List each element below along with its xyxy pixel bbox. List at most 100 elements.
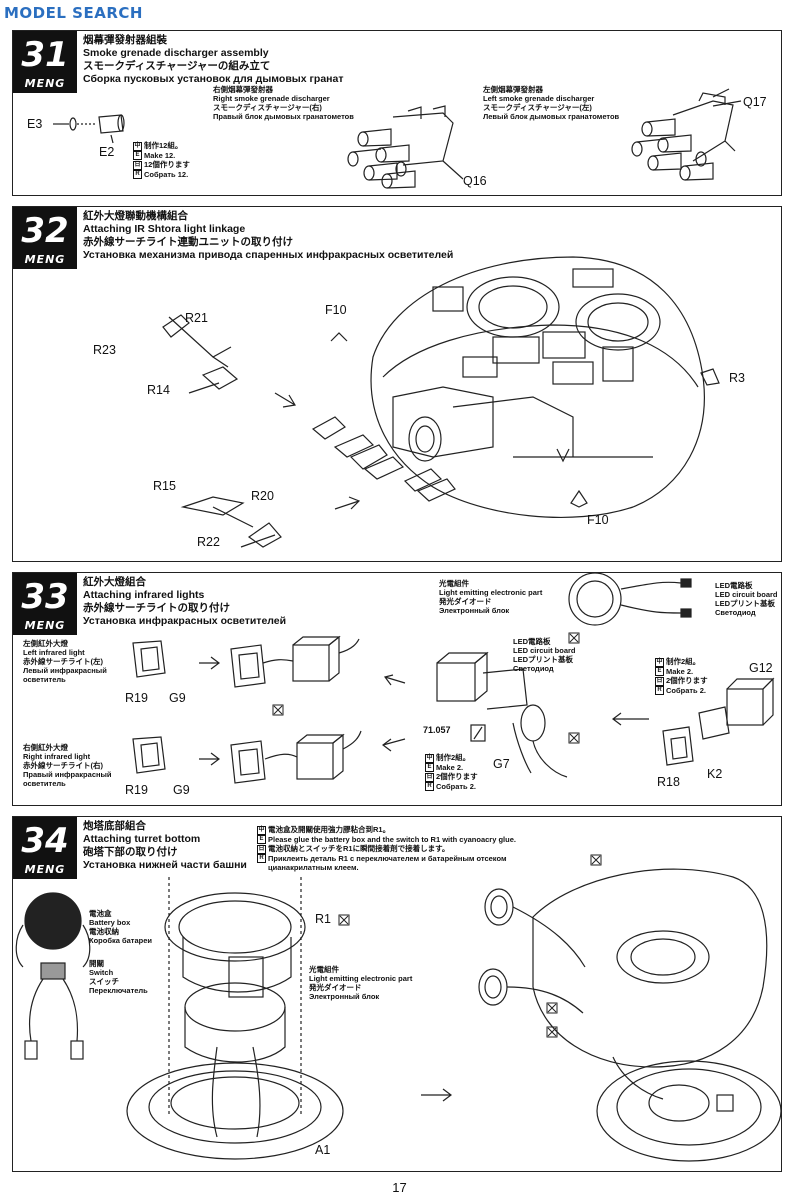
make2-zh: 制作2組。 bbox=[436, 753, 471, 762]
battery-zh: 電池盒 bbox=[89, 909, 112, 918]
step-34: 34 MENG 炮塔底部組合 Attaching turret bottom 砲… bbox=[12, 816, 782, 1172]
lang-cn-icon: 中 bbox=[133, 141, 142, 151]
part-label-f10-bottom: F10 bbox=[587, 513, 609, 527]
step-badge: 32 MENG bbox=[13, 207, 77, 269]
part-label-a1: A1 bbox=[315, 1143, 331, 1157]
part-label-k2: K2 bbox=[707, 767, 723, 781]
led-board-zh: LED電路板 bbox=[715, 581, 753, 590]
step-badge: 33 MENG bbox=[13, 573, 77, 635]
lang-en-icon: E bbox=[655, 667, 664, 677]
title-ru: Установка инфракрасных осветителей bbox=[83, 615, 287, 627]
brand-logo: MENG bbox=[24, 863, 66, 876]
lang-ru-icon: R bbox=[133, 170, 142, 180]
step-31: 31 MENG 烟幕彈發射器組裝 Smoke grenade discharge… bbox=[12, 30, 782, 196]
part-label-r3: R3 bbox=[729, 371, 745, 385]
light-part-ru: Электронный блок bbox=[439, 606, 510, 615]
left-light-ru1: Левый инфракрасный bbox=[23, 666, 107, 675]
left-light-en: Left infrared light bbox=[23, 648, 85, 657]
part-label-r23: R23 bbox=[93, 343, 116, 357]
left-light-ru2: осветитель bbox=[23, 675, 66, 684]
page-number: 17 bbox=[392, 1180, 407, 1195]
led-board-en: LED circuit board bbox=[715, 590, 778, 599]
brand-logo: MENG bbox=[24, 77, 66, 90]
make2-en: Make 2. bbox=[666, 666, 694, 676]
led-board-en: LED circuit board bbox=[513, 646, 576, 655]
left-light-label: 左側紅外大燈 Left infrared light 赤外線サーチライト(左) … bbox=[23, 639, 107, 684]
step-33: 33 MENG 紅外大燈組合 Attaching infrared lights… bbox=[12, 572, 782, 806]
battery-ja: 電池収納 bbox=[89, 927, 119, 936]
lang-en-icon: E bbox=[133, 151, 142, 161]
part-label-r19-top: R19 bbox=[125, 691, 148, 705]
make2-ru: Собрать 2. bbox=[436, 781, 477, 791]
right-light-en: Right infrared light bbox=[23, 752, 91, 761]
battery-ru: Коробка батареи bbox=[89, 936, 152, 945]
part-label-r21: R21 bbox=[185, 311, 208, 325]
light-part-zh: 光電組件 bbox=[439, 579, 469, 588]
step-34-drawing bbox=[15, 854, 782, 1162]
part-label-r22: R22 bbox=[197, 535, 220, 549]
make2-ja: 2個作ります bbox=[666, 676, 708, 686]
led-board-ru: Светодиод bbox=[513, 664, 554, 673]
part-label-r20: R20 bbox=[251, 489, 274, 503]
make-note-ja: 12個作ります bbox=[144, 160, 190, 170]
part-label-g12: G12 bbox=[749, 661, 773, 675]
light-part-label: 光電組件 Light emitting electronic part 発光ダイ… bbox=[309, 965, 412, 1001]
glue-ja: 電池収納とスイッチをR1に瞬間接着剤で接着します。 bbox=[268, 844, 450, 854]
title-en: Smoke grenade discharger assembly bbox=[83, 47, 269, 59]
title-en: Attaching turret bottom bbox=[83, 833, 201, 845]
led-board-ja: LEDプリント基板 bbox=[513, 655, 573, 664]
part-label-r18: R18 bbox=[657, 775, 680, 789]
title-zh: 烟幕彈發射器組裝 bbox=[83, 34, 167, 46]
make-note-en: Make 12. bbox=[144, 150, 176, 160]
light-part-ja: 発光ダイオード bbox=[439, 597, 492, 606]
step-titles: 紅外大燈聯動機構組合 Attaching IR Shtora light lin… bbox=[83, 210, 453, 262]
left-discharger-label: 左側烟幕彈發射器 Left smoke grenade discharger ス… bbox=[483, 85, 619, 121]
step-titles: 紅外大燈組合 Attaching infrared lights 赤外線サーチラ… bbox=[83, 576, 286, 628]
lang-ja-icon: 日 bbox=[257, 844, 266, 854]
make2-en: Make 2. bbox=[436, 762, 464, 772]
part-label-g9-bottom: G9 bbox=[173, 783, 190, 797]
brand-logo: MENG bbox=[24, 253, 66, 266]
step-32-drawing bbox=[162, 256, 720, 548]
left-light-zh: 左側紅外大燈 bbox=[23, 639, 68, 648]
part-label-r14: R14 bbox=[147, 383, 170, 397]
title-zh: 紅外大燈組合 bbox=[83, 576, 146, 588]
title-ru: Сборка пусковых установок для дымовых гр… bbox=[83, 73, 344, 85]
lang-en-icon: E bbox=[425, 763, 434, 773]
led-board-ru: Светодиод bbox=[715, 608, 756, 617]
left-en: Left smoke grenade discharger bbox=[483, 94, 595, 103]
step-number: 32 bbox=[21, 211, 69, 251]
light-part-label: 光電組件 Light emitting electronic part 発光ダイ… bbox=[439, 579, 542, 615]
watermark-brand: MODEL SEARCH bbox=[4, 4, 143, 22]
right-en: Right smoke grenade discharger bbox=[213, 94, 330, 103]
right-ru: Правый блок дымовых гранатометов bbox=[213, 112, 354, 121]
step-32: 32 MENG 紅外大燈聯動機構組合 Attaching IR Shtora l… bbox=[12, 206, 782, 562]
light-part-zh: 光電組件 bbox=[309, 965, 339, 974]
right-ja: スモークディスチャージャー(右) bbox=[213, 103, 322, 112]
make2-ru: Собрать 2. bbox=[666, 685, 707, 695]
part-label-e2: E2 bbox=[99, 145, 115, 159]
switch-ja: スイッチ bbox=[89, 977, 119, 986]
light-part-en: Light emitting electronic part bbox=[439, 588, 543, 597]
step-number: 31 bbox=[21, 35, 69, 75]
title-ru: Установка механизма привода спаренных ин… bbox=[83, 249, 454, 261]
switch-zh: 開關 bbox=[89, 959, 104, 968]
left-light-ja: 赤外線サーチライト(左) bbox=[23, 657, 103, 666]
right-light-ru2: осветитель bbox=[23, 779, 66, 788]
title-ja: 砲塔下部の取り付け bbox=[83, 846, 178, 858]
title-zh: 紅外大燈聯動機構組合 bbox=[83, 210, 188, 222]
make-note-zh: 制作12組。 bbox=[144, 141, 183, 150]
lang-cn-icon: 中 bbox=[425, 753, 434, 763]
switch-en: Switch bbox=[89, 968, 114, 977]
led-board-label-center: LED電路板 LED circuit board LEDプリント基板 Свето… bbox=[513, 637, 576, 673]
title-ja: スモークディスチャージャーの組み立て bbox=[83, 60, 271, 72]
glue-en: Please glue the battery box and the swit… bbox=[268, 834, 516, 844]
glue-ru2: цианакрилатным клеем. bbox=[268, 863, 359, 873]
right-discharger-label: 右側烟幕彈發射器 Right smoke grenade discharger … bbox=[213, 85, 354, 121]
right-light-zh: 右側紅外大燈 bbox=[23, 743, 68, 752]
make-note-ru: Собрать 12. bbox=[144, 169, 189, 179]
step-badge: 31 MENG bbox=[13, 31, 77, 93]
